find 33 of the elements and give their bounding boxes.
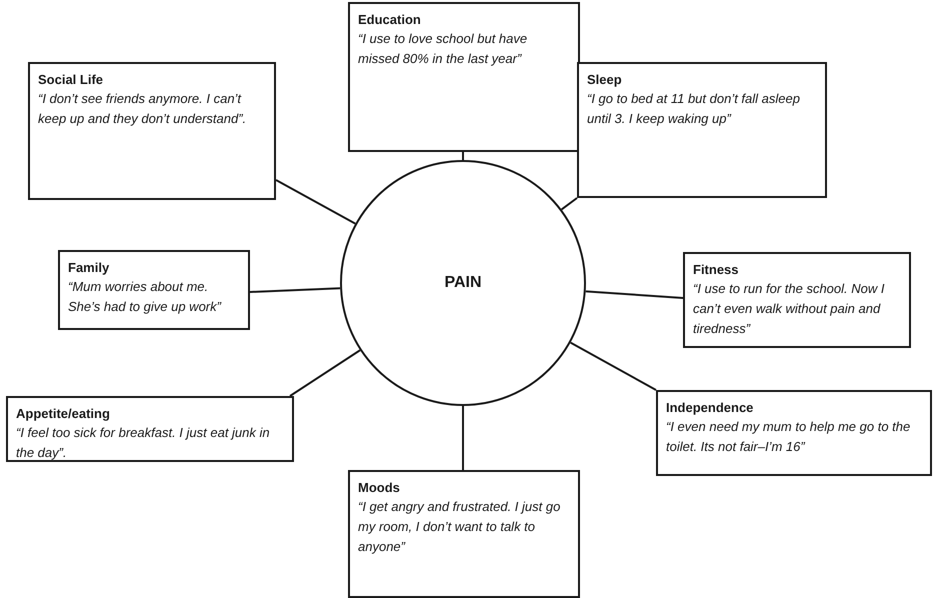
connector-line [250, 287, 340, 293]
quote-box [28, 62, 276, 200]
quote-text: “I use to run for the school. Now I can’t even walk without pain and tiredness” [693, 280, 886, 338]
connector-line [561, 197, 578, 210]
topic-heading: Fitness [693, 261, 740, 279]
center-label: PAIN [444, 274, 482, 292]
quote-box [348, 470, 580, 598]
connector-line [462, 152, 464, 160]
topic-heading: Sleep [587, 71, 623, 89]
quote-box [683, 252, 911, 348]
connector-line [570, 342, 656, 391]
quote-box [6, 396, 294, 462]
quote-text: “I go to bed at 11 but don’t fall asleep until 3. I keep waking up” [587, 90, 801, 128]
quote-text: “I don’t see friends anymore. I can’t keep up and they don’t understand”. [38, 90, 248, 128]
quote-box [577, 62, 827, 198]
connector-line [289, 349, 361, 397]
quote-text: “I get angry and frustrated. I just go my room, I don’t want to talk to anyone” [358, 498, 562, 556]
topic-heading: Education [358, 11, 422, 29]
quote-box [348, 2, 580, 152]
quote-text: “Mum worries about me. She’s had to give up work” [68, 278, 222, 316]
topic-heading: Family [68, 259, 110, 277]
topic-heading: Independence [666, 399, 754, 417]
quote-text: “I even need my mum to help me go to the toilet. Its not fair–I’m 16” [666, 418, 912, 456]
quote-text: “I use to love school but have missed 80% in the last year” [358, 30, 528, 68]
topic-heading: Social Life [38, 71, 104, 89]
quote-text: “I feel too sick for breakfast. I just eat junk in the day”. [16, 424, 271, 462]
connector-line [276, 179, 356, 225]
connector-line [462, 406, 464, 470]
topic-heading: Moods [358, 479, 401, 497]
quote-box [656, 390, 932, 476]
quote-box [58, 250, 250, 330]
connector-line [586, 290, 684, 299]
topic-heading: Appetite/eating [16, 405, 111, 423]
